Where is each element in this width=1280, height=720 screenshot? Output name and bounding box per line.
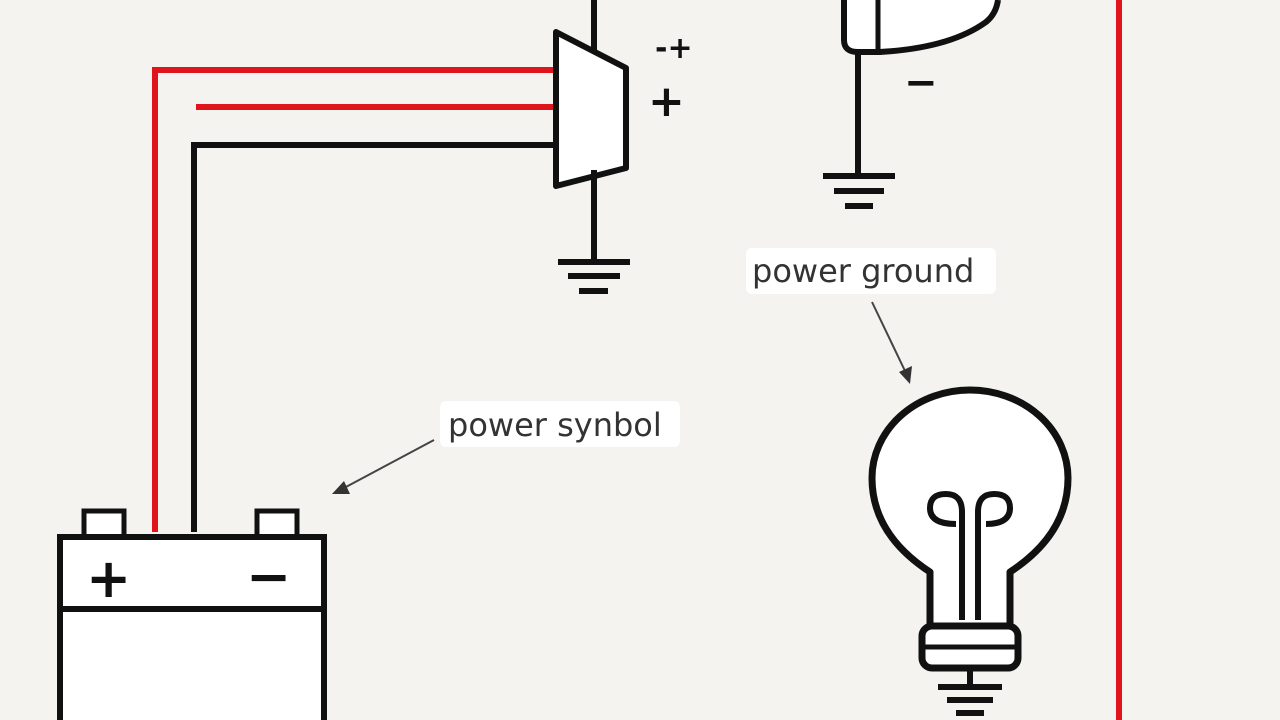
speaker-icon <box>553 0 629 262</box>
battery-plus-text: + <box>86 547 131 610</box>
top-ground-icon <box>823 173 895 209</box>
bulb-ground-icon <box>938 684 1002 716</box>
top-minus-text: − <box>904 60 938 106</box>
power-symbol-label: power synbol <box>448 406 662 444</box>
power-symbol-arrow-icon <box>332 439 435 494</box>
speaker-plus-top-text: -+ <box>655 31 693 66</box>
speaker-ground-icon <box>558 259 630 294</box>
speaker-plus-text: + <box>648 76 685 127</box>
power-wire-outer <box>152 67 556 532</box>
power-ground-label: power ground <box>752 252 974 290</box>
battery-minus-text: − <box>246 545 291 608</box>
light-bulb-icon <box>868 386 1072 684</box>
ground-wire <box>191 142 556 532</box>
battery-icon <box>57 508 327 720</box>
top-component-icon <box>841 0 1001 176</box>
power-symbol-label-bg <box>440 401 680 447</box>
power-ground-arrow-icon <box>871 301 912 384</box>
power-ground-label-bg <box>746 248 996 294</box>
